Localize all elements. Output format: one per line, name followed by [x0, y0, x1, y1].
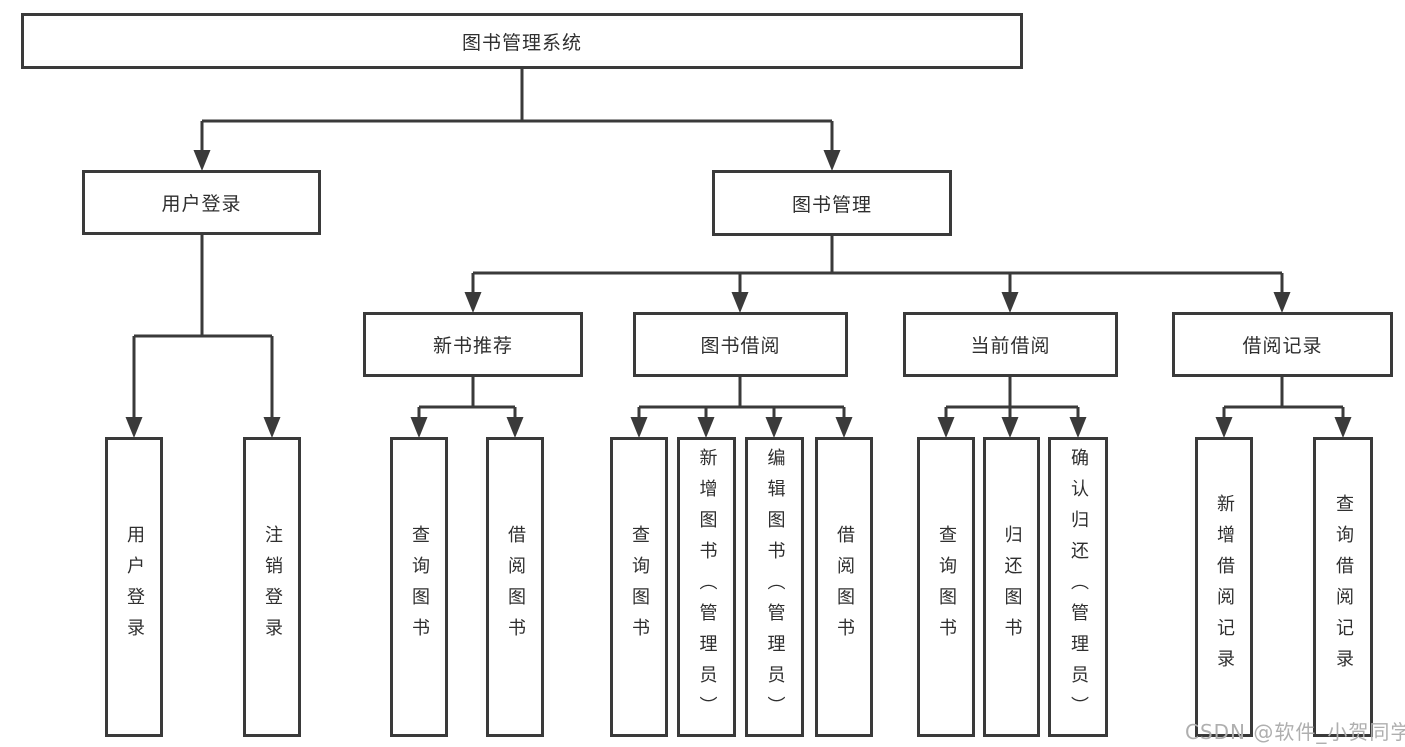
csdn-watermark: CSDN @软件_小贺同学	[1185, 720, 1405, 744]
leaf-borrow-edit-books-admin: 编辑图书（管理员）	[745, 437, 804, 737]
leaf-current-query-books: 查询图书	[917, 437, 975, 737]
arrowhead	[506, 417, 524, 438]
leaf-logout: 注销登录	[243, 437, 301, 737]
node-user-login: 用户登录	[82, 170, 321, 235]
connector-borrow-to-leaves	[630, 377, 853, 438]
arrowhead	[630, 417, 648, 438]
node-book-management: 图书管理	[712, 170, 952, 236]
arrowhead	[731, 292, 749, 313]
leaf-borrow-query-books: 查询图书	[610, 437, 668, 737]
arrowhead	[823, 150, 841, 171]
arrowhead	[464, 292, 482, 313]
arrowhead	[1334, 417, 1352, 438]
leaf-newbooks-borrow-books: 借阅图书	[486, 437, 544, 737]
leaf-user-login: 用户登录	[105, 437, 163, 737]
node-book-borrow: 图书借阅	[633, 312, 848, 377]
arrowhead	[1215, 417, 1233, 438]
connector-bookmgmt-to-level3	[464, 236, 1291, 313]
node-borrow-records: 借阅记录	[1172, 312, 1393, 377]
leaf-newbooks-query-books: 查询图书	[390, 437, 448, 737]
connector-login-to-leaves	[125, 235, 281, 438]
arrowhead	[1001, 292, 1019, 313]
arrowhead	[193, 150, 211, 171]
connector-newbooks-to-leaves	[410, 377, 524, 438]
arrowhead	[765, 417, 783, 438]
arrowhead	[410, 417, 428, 438]
connector-current-to-leaves	[937, 377, 1087, 438]
leaf-records-query-record: 查询借阅记录	[1313, 437, 1373, 737]
leaf-current-confirm-return-admin: 确认归还（管理员）	[1048, 437, 1108, 737]
arrowhead	[1273, 292, 1291, 313]
arrowhead	[1001, 417, 1019, 438]
arrowhead	[697, 417, 715, 438]
node-current-borrow: 当前借阅	[903, 312, 1118, 377]
node-root-system: 图书管理系统	[21, 13, 1023, 69]
leaf-borrow-borrow-books: 借阅图书	[815, 437, 873, 737]
connector-records-to-leaves	[1215, 377, 1352, 438]
leaf-current-return-books: 归还图书	[983, 437, 1040, 737]
node-new-book-recommend: 新书推荐	[363, 312, 583, 377]
connector-root-to-level2	[193, 69, 841, 171]
arrowhead	[937, 417, 955, 438]
arrowhead	[835, 417, 853, 438]
arrowhead	[263, 417, 281, 438]
arrowhead	[125, 417, 143, 438]
arrowhead	[1069, 417, 1087, 438]
leaf-borrow-add-books-admin: 新增图书（管理员）	[677, 437, 736, 737]
leaf-records-add-record: 新增借阅记录	[1195, 437, 1253, 737]
